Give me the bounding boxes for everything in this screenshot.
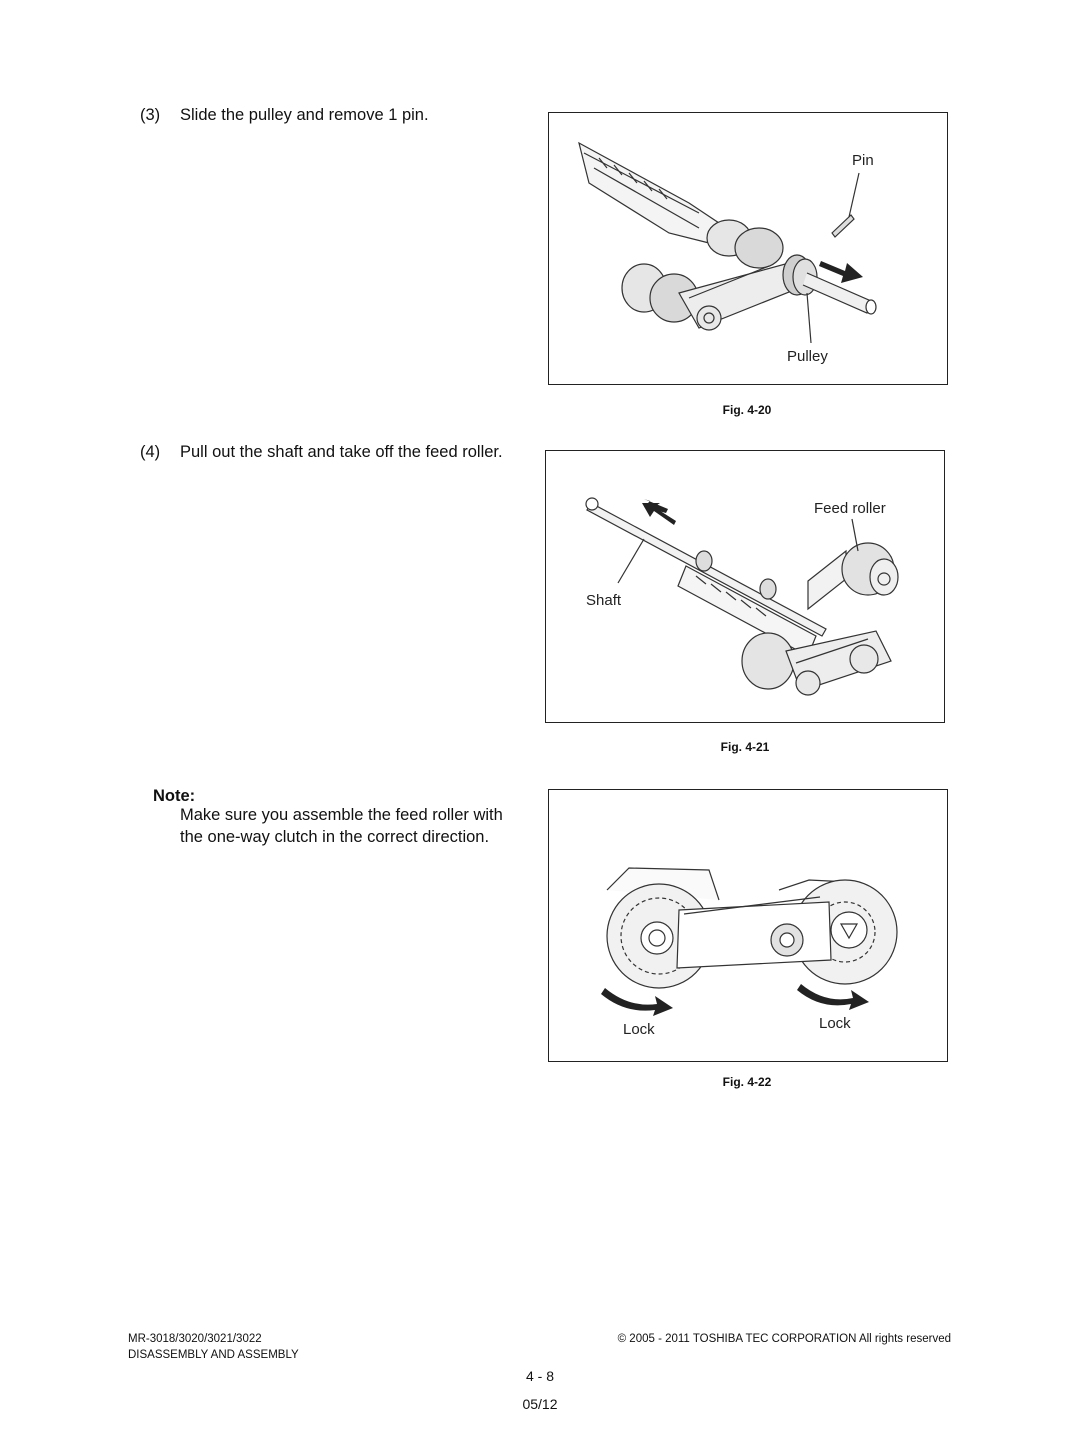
one-way-clutch-illustration: Lock Lock	[601, 867, 898, 1038]
step-number: (4)	[140, 443, 161, 461]
pulley-label: Pulley	[787, 348, 828, 365]
figure-4-21: Feed roller Shaft	[545, 450, 945, 723]
note-line: Make sure you assemble the feed roller w…	[180, 806, 503, 824]
page-number: 4 - 8	[525, 1368, 554, 1384]
pulley-pin-illustration: Pin Pulley	[578, 141, 877, 365]
figure-4-20: Pin Pulley	[548, 112, 948, 385]
note-title: Note:	[153, 787, 196, 805]
step-text: Pull out the shaft and take off the feed…	[180, 443, 503, 461]
figure-4-22: Lock Lock	[548, 789, 948, 1062]
revision-date: 05/12	[522, 1396, 558, 1412]
footer-model: MR-3018/3020/3021/3022	[128, 1333, 262, 1345]
feed-roller-label: Feed roller	[814, 500, 886, 517]
step-text: Slide the pulley and remove 1 pin.	[180, 106, 429, 124]
footer-section: DISASSEMBLY AND ASSEMBLY	[128, 1349, 299, 1361]
shaft-feed-roller-illustration: Feed roller Shaft	[585, 497, 899, 696]
note-line: the one-way clutch in the correct direct…	[180, 828, 490, 846]
footer-copyright: © 2005 - 2011 TOSHIBA TEC CORPORATION Al…	[617, 1333, 951, 1345]
shaft-label: Shaft	[586, 592, 622, 609]
lock-left-label: Lock	[623, 1021, 655, 1038]
figure-caption: Fig. 4-22	[722, 1075, 772, 1089]
lock-right-label: Lock	[819, 1015, 851, 1032]
step-number: (3)	[140, 106, 161, 124]
step-3: (3) Slide the pulley and remove 1 pin.	[140, 106, 429, 125]
figure-caption: Fig. 4-21	[720, 740, 770, 754]
figure-caption: Fig. 4-20	[722, 403, 772, 417]
step-4: (4) Pull out the shaft and take off the f…	[140, 443, 503, 462]
note-body: Make sure you assemble the feed roller w…	[180, 804, 503, 848]
pin-label: Pin	[852, 152, 874, 169]
